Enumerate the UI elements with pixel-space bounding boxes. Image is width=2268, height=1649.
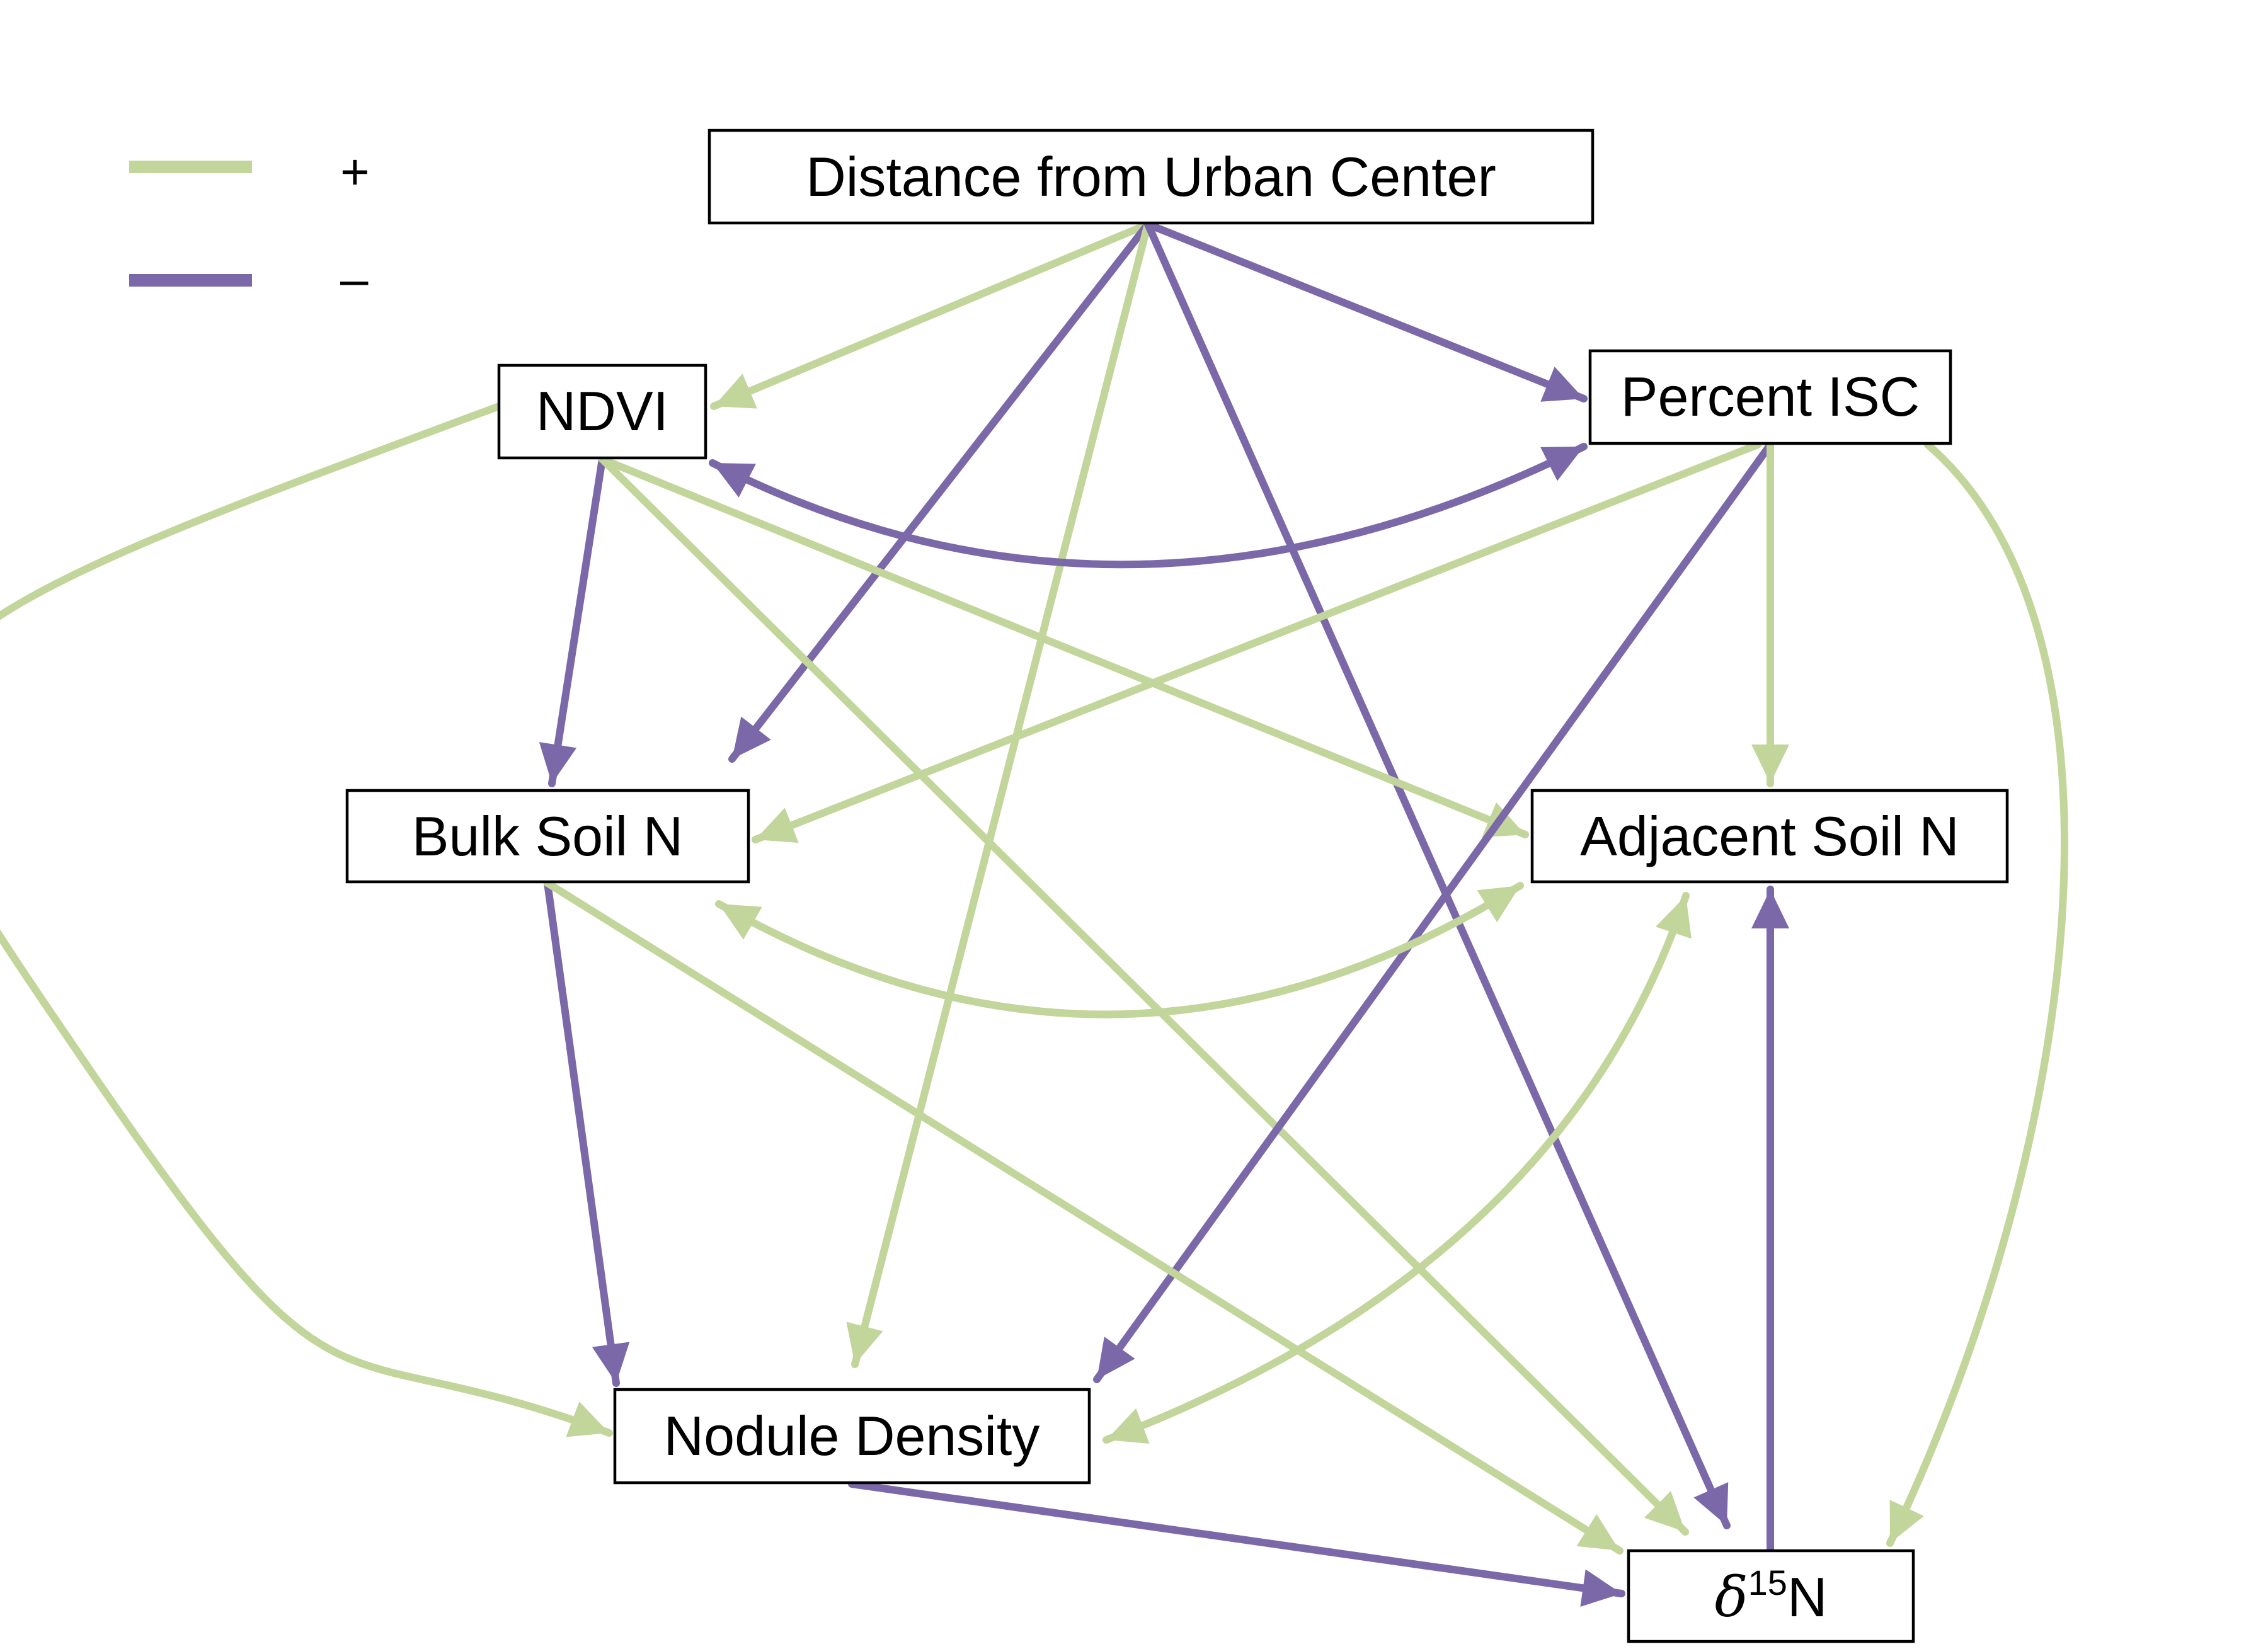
- legend: + –: [129, 144, 370, 307]
- edge-ndvi-d15n: [598, 455, 1689, 1536]
- edge-isc-d15n-line: [1886, 441, 2068, 1547]
- edge-ndvi-adjacent-line: [598, 455, 1529, 838]
- edge-adjacent-nodule-arrowhead-start: [1655, 896, 1692, 939]
- edge-ndvi-isc: [709, 443, 1588, 569]
- node-nodule-density-label: Nodule Density: [664, 1405, 1040, 1467]
- node-adjacent-soil-n-label: Adjacent Soil N: [1580, 805, 1959, 867]
- edge-bulk-adjacent-arrowhead-start: [719, 904, 762, 940]
- node-distance: Distance from Urban Center: [707, 128, 1595, 225]
- edge-isc-adjacent: [1751, 441, 1789, 787]
- edge-distance-bulk-line: [728, 220, 1152, 763]
- edge-ndvi-isc-arrowhead: [1540, 447, 1584, 481]
- edge-nodule-d15n-arrowhead: [1580, 1569, 1622, 1607]
- edge-distance-bulk: [728, 220, 1152, 763]
- edge-d15n-adjacent: [1751, 886, 1789, 1553]
- legend-positive-label: +: [340, 144, 370, 200]
- nodes-layer: Distance from Urban Center NDVI Percent …: [345, 128, 2009, 1643]
- edge-adjacent-nodule-arrowhead: [1106, 1408, 1150, 1444]
- node-percent-isc-label: Percent ISC: [1621, 365, 1920, 428]
- edge-ndvi-bulk: [539, 455, 606, 787]
- edge-ndvi-nodule: [0, 402, 613, 1437]
- node-delta15n-label: δ15N: [1715, 1563, 1828, 1629]
- isotope-superscript: 15: [1748, 1563, 1787, 1602]
- edge-ndvi-nodule-line: [0, 402, 613, 1437]
- node-adjacent-soil-n: Adjacent Soil N: [1530, 789, 2009, 884]
- edge-bulk-d15n-line: [544, 879, 1624, 1555]
- node-bulk-soil-n: Bulk Soil N: [345, 789, 750, 884]
- legend-negative-label: –: [340, 251, 369, 307]
- edge-bulk-nodule: [544, 879, 630, 1387]
- node-distance-label: Distance from Urban Center: [806, 146, 1496, 208]
- edge-distance-nodule-line: [851, 220, 1152, 1368]
- edge-distance-nodule-arrowhead: [846, 1321, 883, 1364]
- nitrogen-element: N: [1787, 1566, 1828, 1628]
- edge-ndvi-nodule-arrowhead: [566, 1401, 609, 1437]
- edge-adjacent-nodule-line: [1102, 892, 1690, 1444]
- edge-distance-ndvi: [710, 220, 1152, 410]
- edge-bulk-nodule-line: [544, 879, 620, 1387]
- edge-d15n-adjacent-arrowhead: [1751, 889, 1789, 928]
- edge-isc-nodule-arrowhead: [1097, 1337, 1135, 1379]
- edge-ndvi-d15n-line: [598, 455, 1689, 1536]
- edges-layer: [0, 220, 2068, 1607]
- edge-bulk-nodule-arrowhead: [592, 1342, 630, 1383]
- edge-isc-bulk-arrowhead: [755, 807, 799, 843]
- edge-ndvi-bulk-line: [548, 455, 606, 787]
- edge-bulk-d15n-arrowhead: [1576, 1514, 1620, 1551]
- edge-bulk-d15n: [544, 879, 1624, 1555]
- edge-ndvi-d15n-arrowhead: [1644, 1491, 1685, 1532]
- edge-ndvi-adjacent: [598, 455, 1529, 838]
- edge-isc-adjacent-arrowhead: [1751, 745, 1789, 784]
- node-ndvi-label: NDVI: [536, 380, 668, 442]
- edge-nodule-d15n: [848, 1480, 1625, 1607]
- edge-isc-nodule-line: [1093, 441, 1774, 1383]
- edge-distance-isc-line: [1144, 220, 1588, 402]
- edge-distance-d15n: [1144, 220, 1731, 1529]
- node-ndvi: NDVI: [497, 363, 707, 460]
- edge-distance-isc: [1144, 220, 1588, 402]
- edge-distance-isc-arrowhead: [1540, 367, 1584, 402]
- edge-bulk-adjacent-line: [715, 882, 1524, 1019]
- node-nodule-density: Nodule Density: [613, 1388, 1091, 1485]
- edge-isc-bulk: [752, 441, 1761, 843]
- edge-distance-nodule: [846, 220, 1152, 1368]
- node-bulk-soil-n-label: Bulk Soil N: [412, 805, 683, 867]
- edge-isc-d15n: [1886, 441, 2068, 1547]
- edge-distance-ndvi-arrowhead: [714, 374, 757, 409]
- delta-symbol: δ: [1715, 1565, 1748, 1629]
- edge-ndvi-isc-line: [709, 443, 1588, 569]
- edge-bulk-adjacent: [715, 882, 1524, 1019]
- edge-isc-d15n-arrowhead: [1889, 1500, 1924, 1543]
- edge-nodule-d15n-line: [848, 1480, 1625, 1597]
- node-percent-isc: Percent ISC: [1588, 349, 1952, 445]
- edge-ndvi-bulk-arrowhead: [539, 742, 577, 784]
- edge-ndvi-isc-arrowhead-start: [713, 463, 756, 498]
- edge-distance-d15n-arrowhead: [1693, 1482, 1729, 1526]
- edge-distance-d15n-line: [1144, 220, 1731, 1529]
- edge-isc-nodule: [1093, 441, 1774, 1383]
- edge-isc-bulk-line: [752, 441, 1761, 843]
- node-delta15n: δ15N: [1627, 1549, 1915, 1643]
- edge-distance-ndvi-line: [710, 220, 1152, 410]
- edge-adjacent-nodule: [1102, 892, 1692, 1444]
- edge-bulk-adjacent-arrowhead: [1477, 886, 1520, 923]
- edge-distance-bulk-arrowhead: [732, 716, 771, 759]
